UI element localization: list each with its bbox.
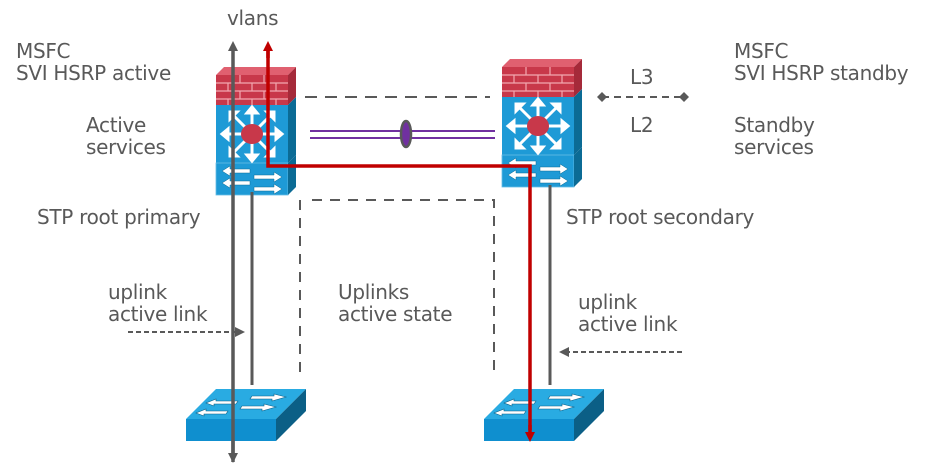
left-services-label: Active services — [86, 114, 166, 158]
right-stp-label: STP root secondary — [566, 205, 755, 229]
left-distribution-switch[interactable] — [216, 67, 296, 195]
l2-label: L2 — [630, 113, 654, 137]
left-stp-label: STP root primary — [37, 205, 201, 229]
left-uplink-line1: uplink — [108, 280, 167, 304]
right-msfc-line1: MSFC — [734, 39, 789, 63]
port-channel-bundle-icon — [399, 119, 413, 149]
left-access-switch[interactable] — [185, 388, 307, 442]
right-uplink-line2: active link — [578, 312, 678, 336]
right-uplink-label: uplink active link — [578, 290, 678, 336]
right-msfc-line2: SVI HSRP standby — [734, 61, 909, 85]
right-msfc-label: MSFC SVI HSRP standby — [734, 39, 909, 85]
center-uplinks-line2: active state — [338, 302, 453, 326]
left-services-line2: services — [86, 135, 166, 159]
left-msfc-label: MSFC SVI HSRP active — [16, 40, 171, 84]
right-distribution-switch[interactable] — [502, 59, 582, 187]
l3-label: L3 — [630, 65, 654, 89]
right-services-line2: services — [734, 135, 814, 159]
uplinks-box-right — [312, 199, 495, 378]
left-uplink-line2: active link — [108, 302, 208, 326]
right-services-label: Standby services — [734, 114, 815, 158]
right-access-switch[interactable] — [483, 388, 605, 442]
left-uplink-label: uplink active link — [108, 280, 208, 326]
center-uplinks-label: Uplinks active state — [338, 280, 453, 326]
center-uplinks-line1: Uplinks — [338, 280, 410, 304]
vlans-label: vlans — [227, 6, 279, 30]
left-msfc-line1: MSFC — [16, 39, 71, 63]
traffic-path — [266, 49, 532, 430]
left-services-line1: Active — [86, 113, 147, 137]
left-msfc-line2: SVI HSRP active — [16, 61, 171, 85]
right-uplink-line1: uplink — [578, 290, 637, 314]
right-services-line1: Standby — [734, 113, 815, 137]
